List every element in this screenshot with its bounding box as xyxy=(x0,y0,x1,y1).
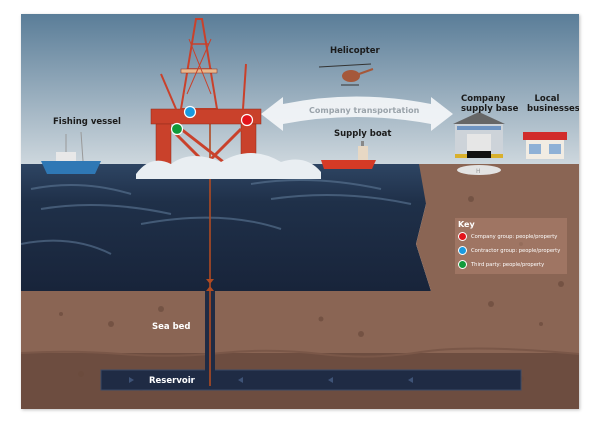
local-businesses-label-line1: Local xyxy=(534,94,560,104)
company-group-marker xyxy=(240,113,254,127)
legend-item-contractor: Contractor group: people/property xyxy=(458,246,560,255)
legend-item-third-party: Third party: people/property xyxy=(458,260,544,269)
legend-label: Third party: people/property xyxy=(471,261,545,268)
contractor-group-marker xyxy=(183,105,197,119)
reservoir-label: Reservoir xyxy=(149,376,195,386)
legend-label: Company group: people/property xyxy=(471,233,558,240)
wave-streaks xyxy=(21,179,412,255)
third-party-marker xyxy=(170,122,184,136)
svg-text:H: H xyxy=(476,168,481,175)
local-businesses-label: Local businesses xyxy=(527,94,579,114)
layer-edge xyxy=(21,347,579,358)
sea-bed-label: Sea bed xyxy=(152,322,191,332)
legend-title: Key xyxy=(458,220,475,229)
legend-key: Key Company group: people/property Contr… xyxy=(455,218,567,274)
company-supply-base-label-line2: supply base xyxy=(461,104,519,114)
company-supply-base-label-line1: Company xyxy=(461,94,506,104)
legend-label: Contractor group: people/property xyxy=(471,247,561,254)
company-supply-base: H xyxy=(453,112,505,175)
scene-illustration: H xyxy=(21,14,579,409)
company-transportation-label: Company transportation xyxy=(309,106,420,115)
rig-splash xyxy=(136,153,321,179)
flow-arrows xyxy=(121,377,421,383)
blue-dot-icon xyxy=(458,246,467,255)
diagram-frame: H Helicopter Fishing vessel Company tran… xyxy=(21,14,579,409)
red-dot-icon xyxy=(458,232,467,241)
fishing-vessel xyxy=(41,131,101,174)
helipad xyxy=(457,165,501,175)
supply-boat xyxy=(321,141,376,169)
local-businesses-label-line2: businesses xyxy=(527,104,579,114)
supply-boat-label: Supply boat xyxy=(334,129,392,139)
helicopter-label: Helicopter xyxy=(330,46,380,56)
legend-item-company: Company group: people/property xyxy=(458,232,557,241)
company-supply-base-label: Company supply base xyxy=(461,94,519,114)
helicopter xyxy=(318,63,374,86)
sea xyxy=(21,164,441,291)
fishing-vessel-label: Fishing vessel xyxy=(53,117,121,127)
drill-valve xyxy=(206,279,214,291)
company-transportation-arrow[interactable] xyxy=(261,96,453,132)
green-dot-icon xyxy=(458,260,467,269)
land xyxy=(21,164,579,409)
local-business-shop xyxy=(523,132,567,159)
